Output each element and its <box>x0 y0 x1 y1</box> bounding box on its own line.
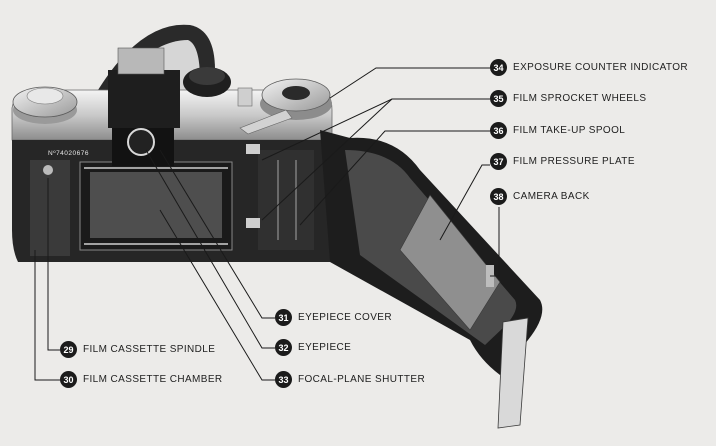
leader-33 <box>159 209 275 381</box>
advance-lever <box>239 109 293 135</box>
leader-38 <box>490 207 500 277</box>
callout-32: 32 EYEPIECE <box>275 339 351 356</box>
callout-badge: 30 <box>60 371 77 388</box>
leader-29 <box>47 178 60 351</box>
leader-lines <box>34 67 500 381</box>
eyepiece <box>127 128 155 156</box>
callout-badge: 36 <box>490 122 507 139</box>
leader-34 <box>329 67 490 99</box>
leader-36 <box>299 130 490 226</box>
take-up-spool <box>258 150 314 250</box>
leader-30 <box>34 250 60 381</box>
camera-back-edge <box>497 317 529 429</box>
callout-label: FOCAL-PLANE SHUTTER <box>298 374 426 385</box>
sprocket-lower <box>246 218 260 228</box>
callout-35: 35 FILM SPROCKET WHEELS <box>490 90 646 107</box>
callout-label: FILM CASSETTE CHAMBER <box>83 374 223 385</box>
callout-label: FILM SPROCKET WHEELS <box>513 93 647 104</box>
leader-35b <box>261 98 393 221</box>
callout-label: FILM CASSETTE SPINDLE <box>83 344 216 355</box>
callout-label: CAMERA BACK <box>513 191 590 202</box>
callout-label: EXPOSURE COUNTER INDICATOR <box>513 62 689 73</box>
left-dial-top <box>26 87 64 105</box>
callout-badge: 37 <box>490 153 507 170</box>
callout-30: 30 FILM CASSETTE CHAMBER <box>60 371 223 388</box>
callout-badge: 32 <box>275 339 292 356</box>
callout-badge: 34 <box>490 59 507 76</box>
callout-label: EYEPIECE <box>298 342 352 353</box>
callout-36: 36 FILM TAKE-UP SPOOL <box>490 122 625 139</box>
release-button <box>237 87 253 107</box>
callout-33: 33 FOCAL-PLANE SHUTTER <box>275 371 425 388</box>
callout-badge: 35 <box>490 90 507 107</box>
accessory-shoe <box>117 47 165 75</box>
counter-window <box>282 86 310 100</box>
callout-34: 34 EXPOSURE COUNTER INDICATOR <box>490 59 688 76</box>
cassette-chamber <box>30 160 70 256</box>
callout-badge: 38 <box>490 188 507 205</box>
callout-37: 37 FILM PRESSURE PLATE <box>490 153 635 170</box>
prism-housing <box>108 70 180 128</box>
cassette-spindle <box>43 165 53 175</box>
shutter-curtain <box>90 172 222 238</box>
callout-badge: 31 <box>275 309 292 326</box>
callout-label: FILM PRESSURE PLATE <box>513 156 635 167</box>
callout-badge: 33 <box>275 371 292 388</box>
leader-32 <box>145 149 275 349</box>
leader-31 <box>159 149 275 319</box>
serial-number: Nº74020676 <box>48 150 89 157</box>
leader-37 <box>439 164 490 241</box>
callout-badge: 29 <box>60 341 77 358</box>
callout-31: 31 EYEPIECE COVER <box>275 309 392 326</box>
shutter-dial-top <box>189 67 225 85</box>
callout-38: 38 CAMERA BACK <box>490 188 590 205</box>
pressure-plate <box>399 194 501 331</box>
callout-29: 29 FILM CASSETTE SPINDLE <box>60 341 215 358</box>
callout-label: EYEPIECE COVER <box>298 312 392 323</box>
callout-label: FILM TAKE-UP SPOOL <box>513 125 626 136</box>
sprocket-upper <box>246 144 260 154</box>
